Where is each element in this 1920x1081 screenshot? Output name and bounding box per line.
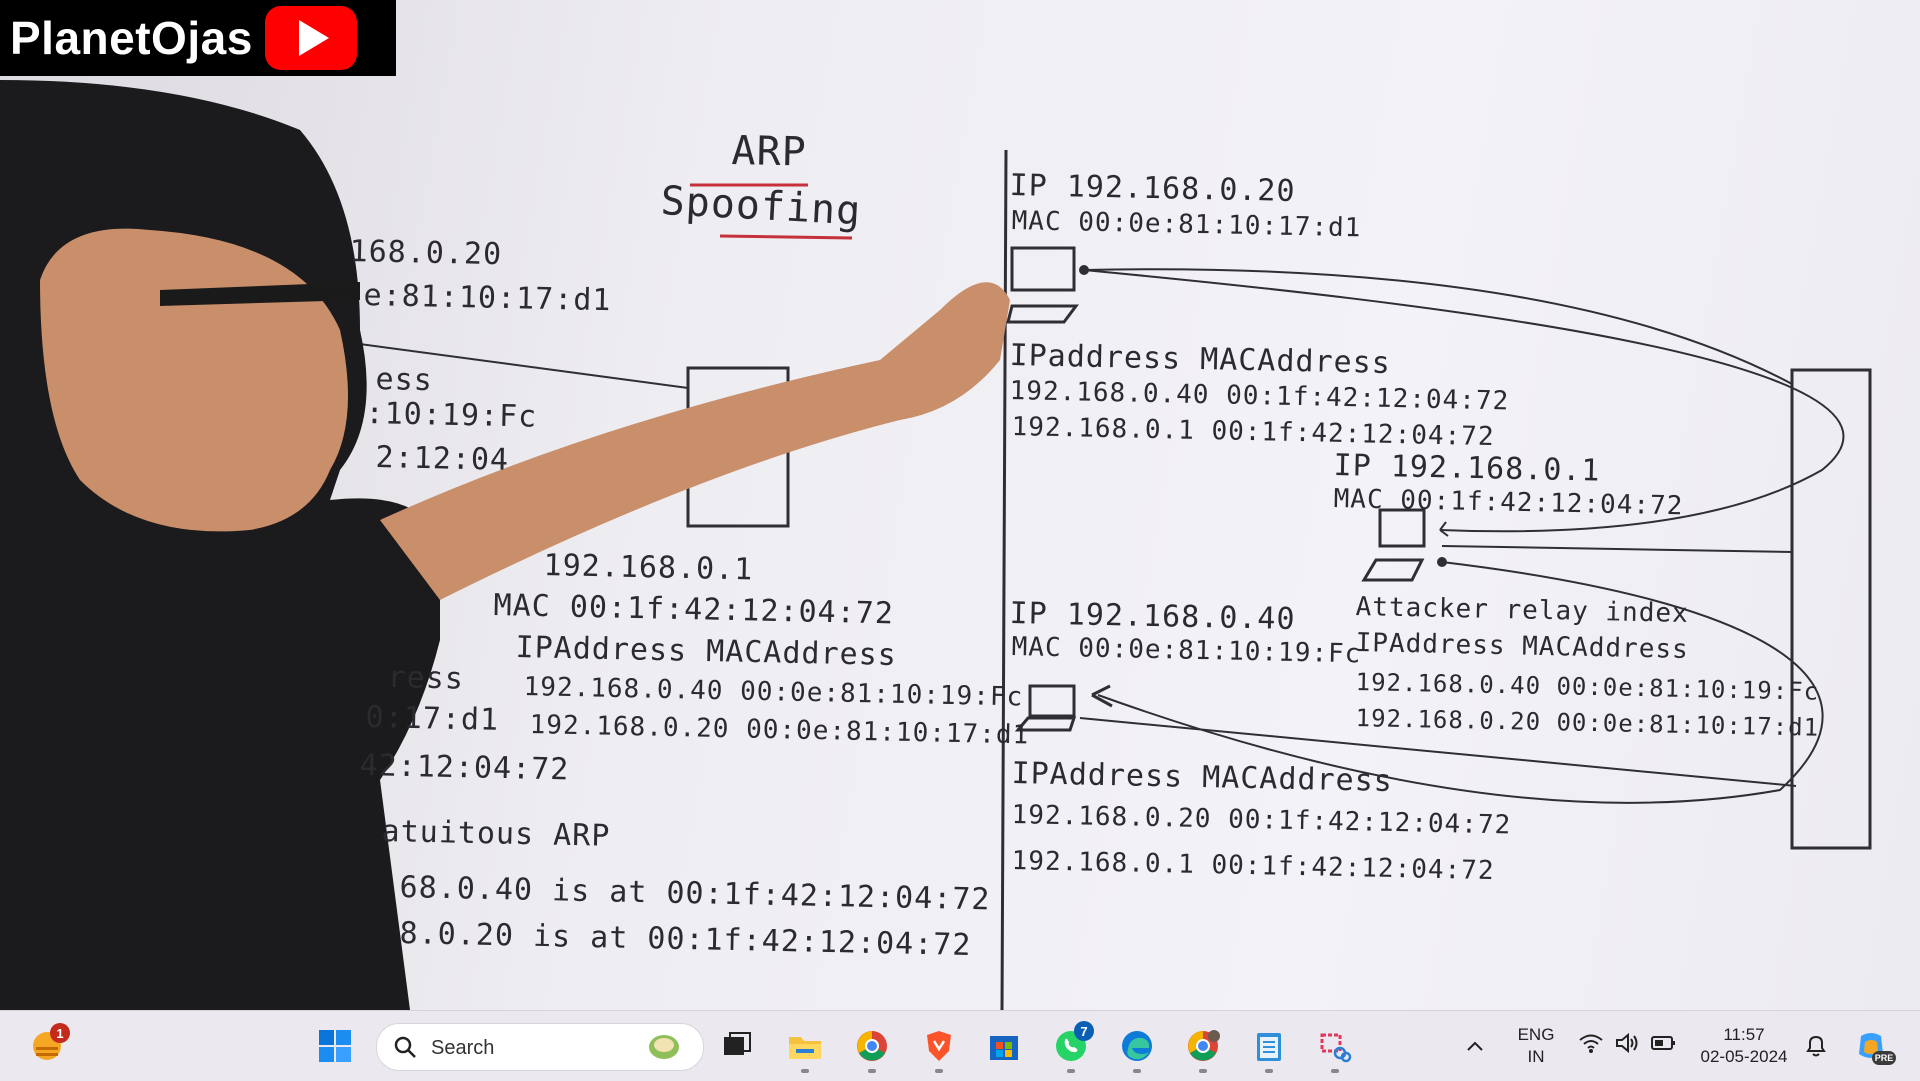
taskbar-search[interactable]: Search <box>376 1023 704 1071</box>
search-icon <box>394 1036 416 1058</box>
search-highlight-icon <box>649 1035 679 1059</box>
snipping-tool-icon[interactable] <box>1312 1023 1358 1073</box>
language-indicator[interactable]: ENG IN <box>1508 1023 1564 1069</box>
edge-icon[interactable] <box>1114 1023 1160 1073</box>
chevron-up-icon[interactable] <box>1456 1023 1494 1069</box>
lang-line1: ENG <box>1517 1025 1555 1044</box>
copilot-badge: PRE <box>1872 1051 1896 1065</box>
start-icon[interactable] <box>312 1023 358 1069</box>
battery-icon <box>1651 1036 1675 1050</box>
brave-icon[interactable] <box>916 1023 962 1073</box>
microsoft-store-icon[interactable] <box>981 1023 1027 1069</box>
left-router-ip: 192.168.0.1 <box>543 548 754 588</box>
left-line-42-12: 42:12:04:72 <box>359 748 570 788</box>
victim1-ip: IP 192.168.0.20 <box>1009 168 1296 209</box>
clock-date: 02-05-2024 <box>1700 1047 1788 1066</box>
volume-icon <box>1616 1032 1638 1054</box>
whiteboard-diagram <box>0 80 1872 1010</box>
channel-name: PlanetOjas <box>10 12 253 64</box>
taskbar: 1 Search 7 <box>0 1010 1920 1081</box>
attacker-ip: IP 192.168.0.1 <box>1333 448 1601 489</box>
wifi-icon <box>1579 1034 1603 1053</box>
left-line-17-d1: 0:17:d1 <box>365 700 500 738</box>
search-placeholder: Search <box>431 1037 495 1059</box>
board-title-line1: ARP <box>731 128 808 176</box>
clock-time: 11:57 <box>1723 1025 1765 1044</box>
file-explorer-icon[interactable] <box>782 1023 828 1073</box>
channel-branding: PlanetOjas <box>0 0 396 76</box>
video-frame: ARP Spoofing 168.0.20 e:81:10:17:d1 ess … <box>0 0 1920 1010</box>
copilot-icon[interactable]: PRE <box>1848 1023 1896 1069</box>
left-ess-partial: ess <box>375 362 434 399</box>
task-view-icon[interactable] <box>714 1023 760 1069</box>
quick-settings[interactable] <box>1578 1031 1678 1055</box>
victim2-ip: IP 192.168.0.40 <box>1009 596 1296 637</box>
whatsapp-icon[interactable]: 7 <box>1048 1021 1094 1073</box>
chrome-profile-icon[interactable] <box>1180 1023 1226 1073</box>
left-mac-partial: e:81:10:17:d1 <box>363 278 612 319</box>
clock[interactable]: 11:57 02-05-2024 <box>1694 1021 1794 1071</box>
left-ress-partial: ress <box>387 660 465 697</box>
chrome-icon[interactable] <box>849 1023 895 1073</box>
weather-widget-icon[interactable]: 1 <box>24 1023 70 1069</box>
left-line-2-12: 2:12:04 <box>375 440 510 478</box>
left-ip-partial: 168.0.20 <box>349 234 503 273</box>
notifications-icon[interactable] <box>1796 1023 1836 1069</box>
left-gratuitous: atuitous ARP <box>381 814 611 854</box>
whatsapp-badge: 7 <box>1074 1021 1094 1041</box>
lang-line2: IN <box>1527 1047 1545 1066</box>
left-line-10-19: :10:19:Fc <box>365 396 538 435</box>
notepad-icon[interactable] <box>1246 1023 1292 1073</box>
weather-badge: 1 <box>50 1023 70 1043</box>
youtube-logo-icon <box>264 6 357 70</box>
